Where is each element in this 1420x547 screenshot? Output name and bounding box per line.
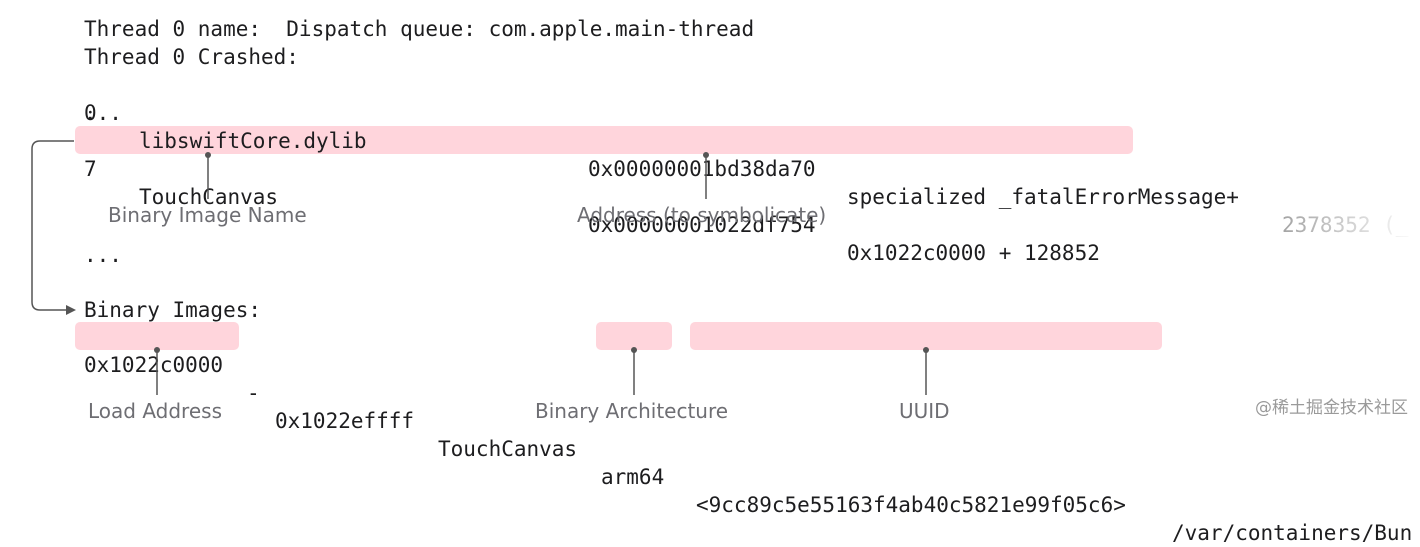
label-uuid: UUID <box>899 399 950 423</box>
frame-0-symbol: specialized _fatalErrorMessage+ <box>847 185 1239 209</box>
frame7-highlight <box>75 126 1133 154</box>
frame-7-index: 7 <box>84 157 97 181</box>
frame-0-index: 0 <box>84 101 97 125</box>
label-address-to-symbolicate: Address (to symbolicate) <box>577 203 827 227</box>
frame-7-load-plus-offset: 0x1022c0000 + 128852 <box>847 241 1100 265</box>
connector-arrow-line <box>31 140 74 311</box>
uuid-highlight <box>690 322 1162 350</box>
connector-arrow-head <box>66 305 76 315</box>
binary-images-header: Binary Images: <box>84 298 262 322</box>
binary-image-name: TouchCanvas <box>438 437 578 461</box>
binary-load-address: 0x1022c0000 <box>84 353 224 377</box>
label-binary-architecture: Binary Architecture <box>535 399 729 423</box>
binary-image-row: 0x1022c0000 - 0x1022effff TouchCanvas ar… <box>0 323 1420 545</box>
binary-end-address: 0x1022effff <box>275 409 415 433</box>
frame-0-address: 0x00000001bd38da70 <box>588 157 816 181</box>
binary-uuid: <9cc89c5e55163f4ab40c5821e99f05c6> <box>696 493 1126 517</box>
watermark: @稀土掘金技术社区 <box>1255 398 1408 418</box>
frame-7-address: 0x00000001022df754 <box>588 213 816 237</box>
arch-highlight <box>596 322 672 350</box>
frame-0-row: 0 libswiftCore.dylib 0x00000001bd38da70 … <box>0 71 1420 237</box>
thread-name-line: Thread 0 name: Dispatch queue: com.apple… <box>84 17 755 41</box>
thread-crashed-line: Thread 0 Crashed: <box>84 45 299 69</box>
frame-0-offset: 2378352 (_ <box>1282 213 1409 237</box>
frame-0-image: libswiftCore.dylib <box>139 129 367 153</box>
load-address-highlight <box>75 322 239 350</box>
frame-7-row: 7 TouchCanvas 0x00000001022df754 0x1022c… <box>0 127 1420 265</box>
binary-arch: arm64 <box>601 465 665 489</box>
ellipsis-2: ... <box>84 243 122 267</box>
binary-path: /var/containers/Bun <box>1172 521 1413 545</box>
label-load-address: Load Address <box>88 399 222 423</box>
label-binary-image-name: Binary Image Name <box>108 203 307 227</box>
binary-dash: - <box>247 381 260 405</box>
ellipsis-1: ... <box>84 101 122 125</box>
